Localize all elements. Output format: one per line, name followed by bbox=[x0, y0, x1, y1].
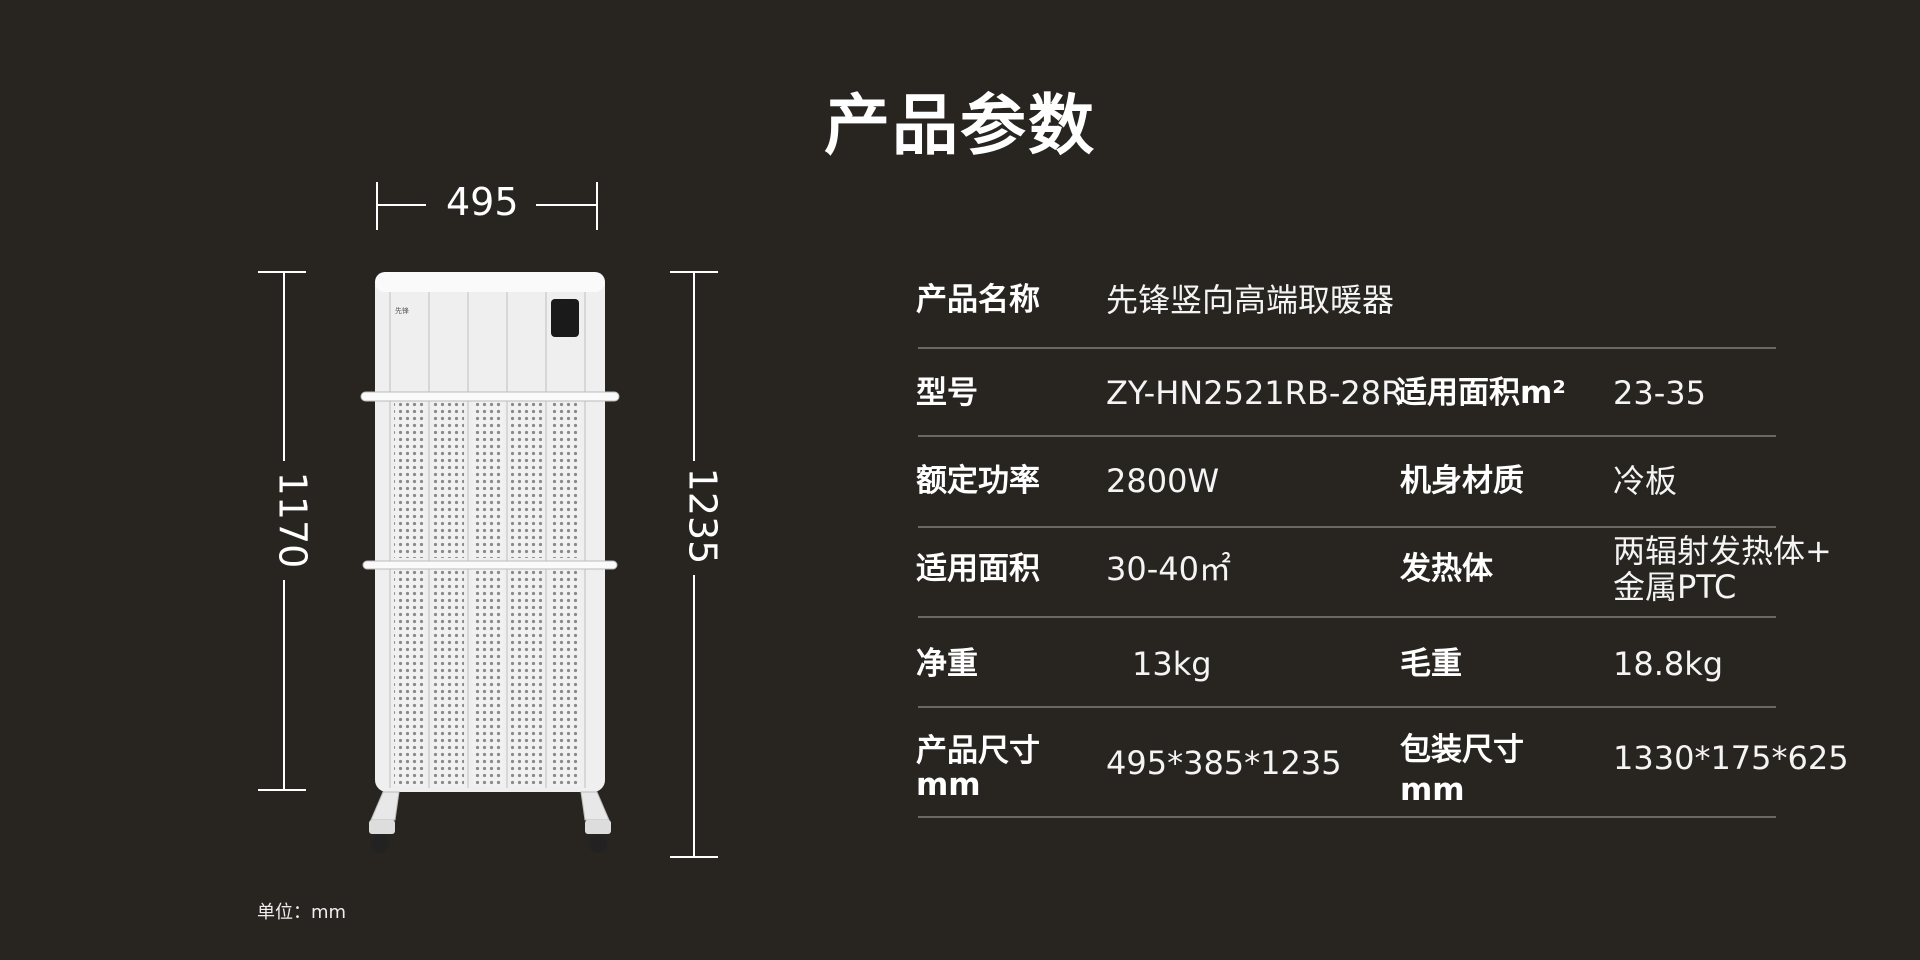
page-title: 产品参数 bbox=[824, 87, 1096, 164]
spec-value: 2800W bbox=[1106, 462, 1220, 500]
width-value: 495 bbox=[446, 180, 519, 224]
spec-value: 两辐射发热体+ 金属PTC bbox=[1613, 532, 1832, 606]
spec-label: 机身材质 bbox=[1400, 463, 1524, 499]
divider bbox=[918, 616, 1776, 618]
spec-value: 先锋竖向高端取暖器 bbox=[1106, 281, 1395, 319]
spec-label: 净重 bbox=[916, 646, 978, 682]
divider bbox=[918, 816, 1776, 818]
spec-value: 30-40㎡ bbox=[1106, 550, 1231, 588]
spec-value: 495*385*1235 bbox=[1106, 744, 1342, 782]
spec-value: ZY-HN2521RB-28R bbox=[1106, 374, 1404, 412]
divider bbox=[918, 435, 1776, 437]
unit-note: 单位：mm bbox=[257, 902, 347, 923]
divider bbox=[918, 347, 1776, 349]
divider bbox=[918, 706, 1776, 708]
spec-label: 产品名称 bbox=[916, 282, 1040, 318]
spec-label: 适用面积 bbox=[916, 551, 1040, 587]
spec-label: 额定功率 bbox=[916, 463, 1040, 499]
spec-label: 毛重 bbox=[1400, 646, 1462, 682]
spec-value: 18.8kg bbox=[1613, 645, 1724, 683]
divider bbox=[918, 526, 1776, 528]
spec-label: 发热体 bbox=[1400, 551, 1493, 587]
body-height-value: 1170 bbox=[270, 471, 315, 569]
total-height-value: 1235 bbox=[680, 467, 725, 565]
spec-value: 13kg bbox=[1132, 645, 1212, 683]
spec-label: 产品尺寸 mm bbox=[916, 733, 1040, 803]
heater-product-image: 先锋 bbox=[360, 272, 620, 853]
spec-label: 包装尺寸 mm bbox=[1400, 732, 1524, 808]
spec-value: 1330*175*625 bbox=[1613, 739, 1849, 777]
spec-value: 冷板 bbox=[1613, 462, 1678, 500]
spec-value: 23-35 bbox=[1613, 374, 1706, 412]
spec-label: 适用面积m² bbox=[1396, 375, 1566, 411]
spec-label: 型号 bbox=[916, 375, 978, 411]
svg-text:先锋: 先锋 bbox=[395, 306, 409, 315]
